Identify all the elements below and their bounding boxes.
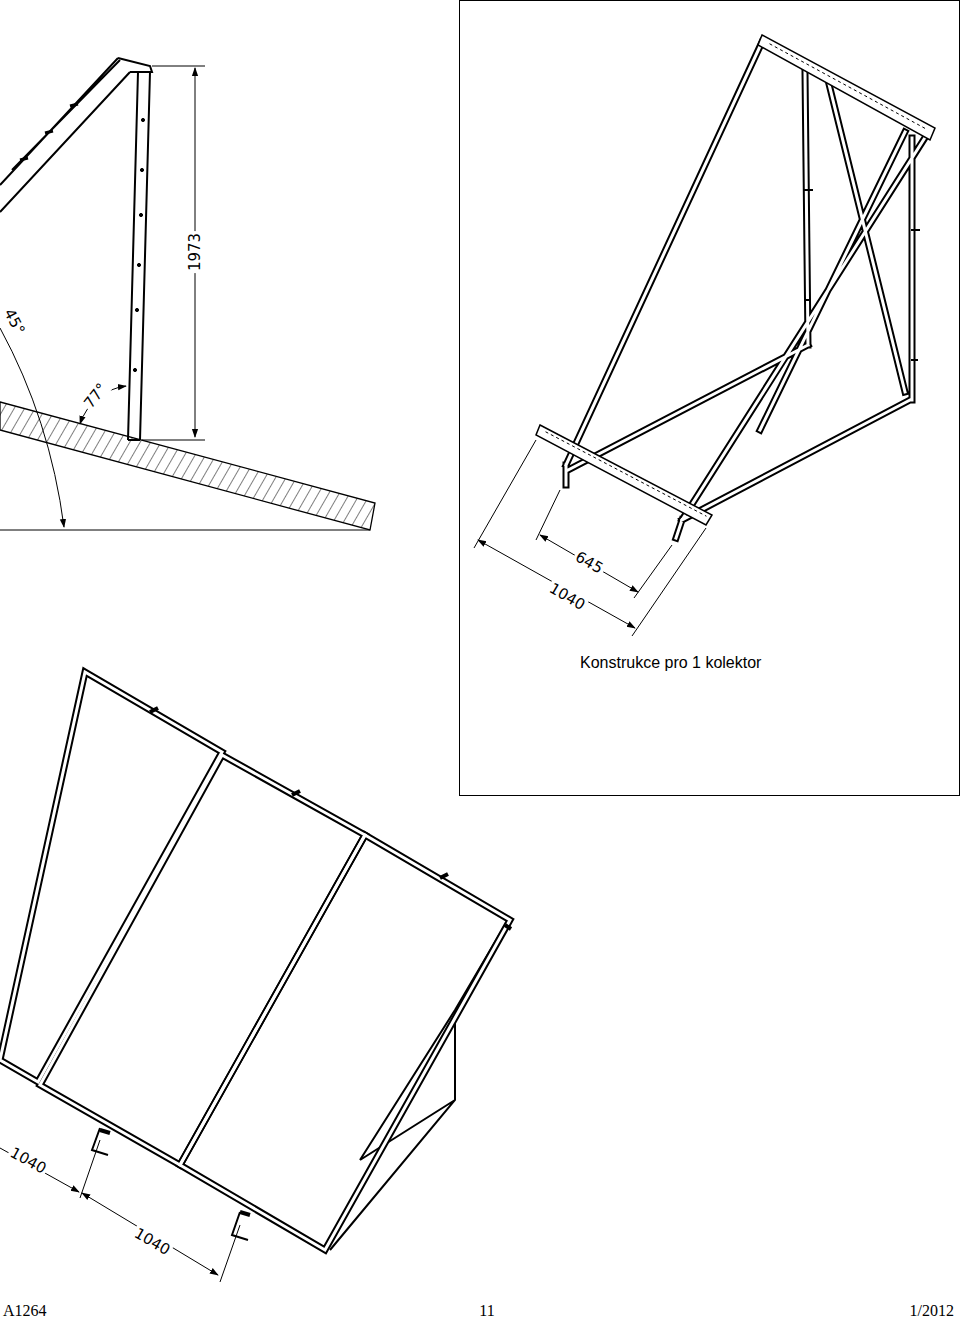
caption: Konstrukce pro 1 kolektor <box>580 655 761 671</box>
roof-slab <box>0 402 375 530</box>
ground-line <box>0 530 370 531</box>
dimension-label: 1040 <box>5 1143 50 1178</box>
collector-rail <box>0 58 130 212</box>
angle-label: 45° <box>0 305 29 340</box>
frame-dimensions <box>474 440 706 636</box>
frame-structure <box>536 35 935 538</box>
top-rail <box>758 35 935 140</box>
page-number: 11 <box>479 1303 494 1319</box>
dimension-label: 645 <box>571 547 608 578</box>
bottom-rail <box>536 425 712 525</box>
dimension-label: 1040 <box>544 579 589 615</box>
side-view <box>0 58 375 530</box>
panel-frame <box>460 1 960 796</box>
dimension-label: 1040 <box>129 1224 174 1260</box>
collector-array <box>0 672 511 1250</box>
document-code: A1264 <box>3 1303 47 1319</box>
top-bracket <box>118 58 152 72</box>
array-dimensions <box>0 1140 240 1282</box>
extension-line <box>142 66 205 440</box>
angle-label: 77° <box>80 379 112 414</box>
support-leg <box>128 72 150 440</box>
angle-arc <box>0 328 64 527</box>
dimension-label: 1973 <box>187 231 204 273</box>
date-code: 1/2012 <box>910 1303 954 1319</box>
